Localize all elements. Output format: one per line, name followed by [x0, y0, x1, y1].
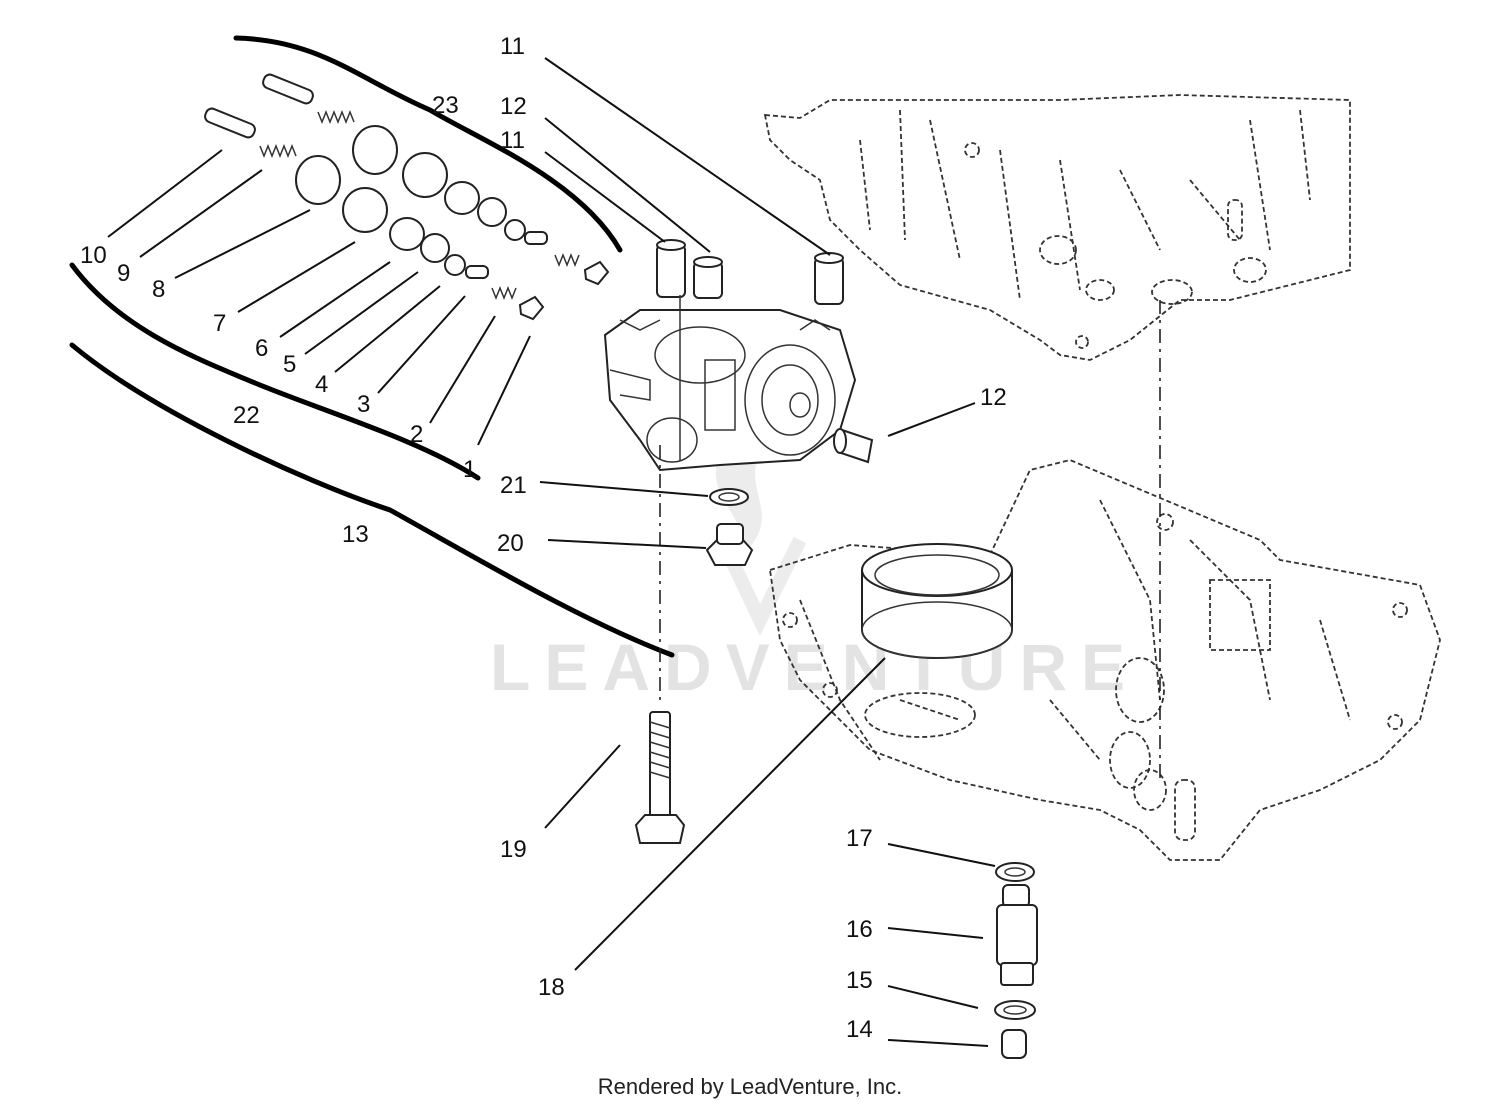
watermark-text: LEADVENTURE — [490, 630, 1139, 704]
oil-pump-body — [603, 309, 857, 472]
callout-1: 1 — [463, 456, 476, 483]
callout-18: 18 — [538, 974, 565, 1001]
callout-5: 5 — [283, 351, 296, 378]
bracket-13 — [69, 342, 675, 658]
callout-2: 2 — [410, 421, 423, 448]
callout-22: 22 — [233, 402, 260, 429]
callout-10: 10 — [80, 242, 107, 269]
valve-kit-lower-row — [204, 107, 545, 321]
callout-8: 8 — [152, 276, 165, 303]
callout-3: 3 — [357, 391, 370, 418]
watermark: LEADVENTURE — [490, 455, 1139, 704]
bushing-top — [693, 256, 723, 299]
callout-17: 17 — [846, 825, 873, 852]
callout-12-top: 12 — [500, 93, 527, 120]
drain-plug — [705, 523, 754, 566]
valve-kit-upper-row — [262, 73, 610, 286]
mounting-bolt — [634, 711, 686, 844]
oil-seal-ring — [861, 543, 1013, 659]
relief-valve-fitting — [996, 884, 1038, 986]
relief-valve-washer-bottom — [994, 1000, 1036, 1020]
callout-13: 13 — [342, 521, 369, 548]
callout-7: 7 — [213, 310, 226, 337]
relief-valve-washer-top — [995, 862, 1035, 882]
dowel-pin-left — [656, 239, 686, 298]
relief-valve-plug — [1001, 1029, 1027, 1059]
bracket-23 — [233, 35, 623, 253]
callout-23: 23 — [432, 92, 459, 119]
callout-6: 6 — [255, 335, 268, 362]
upper-crankcase-housing — [763, 94, 1351, 361]
lower-sump-base — [769, 459, 1441, 861]
washer — [709, 488, 749, 506]
callout-16: 16 — [846, 916, 873, 943]
dowel-pin-right — [814, 252, 844, 305]
callout-11-top: 11 — [500, 33, 525, 60]
bracket-22 — [69, 262, 481, 481]
callout-20: 20 — [497, 530, 524, 557]
callout-15: 15 — [846, 967, 873, 994]
callout-9: 9 — [117, 260, 130, 287]
bushing-right — [833, 428, 874, 464]
callout-21: 21 — [500, 472, 527, 499]
callout-12-right: 12 — [980, 384, 1007, 411]
callout-4: 4 — [315, 371, 328, 398]
leader-lines — [107, 57, 996, 1047]
callout-11-mid: 11 — [500, 127, 525, 154]
callout-14: 14 — [846, 1016, 873, 1043]
callout-19: 19 — [500, 836, 527, 863]
footer-credit: Rendered by LeadVenture, Inc. — [597, 1074, 903, 1099]
